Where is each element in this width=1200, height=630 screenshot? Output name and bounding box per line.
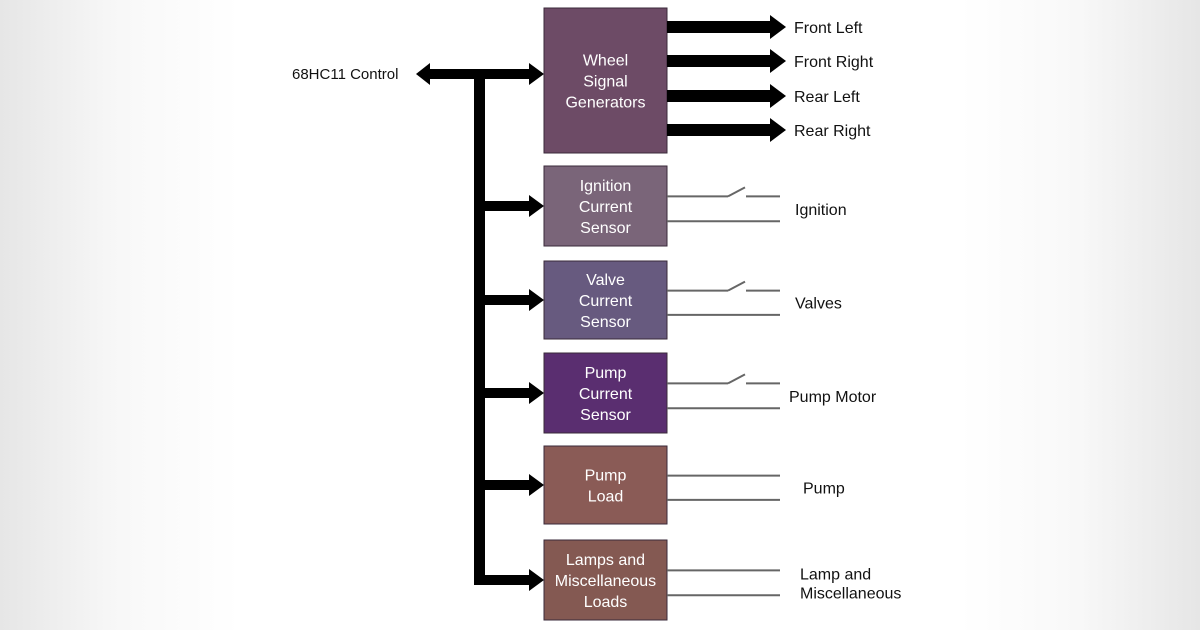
block-label: Pump: [585, 365, 627, 382]
load-output-label: Miscellaneous: [800, 585, 901, 602]
block-label: Pump: [585, 468, 627, 485]
block-label: Current: [579, 199, 633, 216]
output-arrow-head: [770, 15, 786, 39]
block-label: Generators: [565, 95, 645, 112]
block-label: Sensor: [580, 314, 631, 331]
wheel-output-3: Rear Right: [667, 118, 871, 142]
bus-branch-arrow: [474, 382, 544, 404]
block-label: Signal: [583, 74, 627, 91]
block-label: Current: [579, 293, 633, 310]
bus-branch-arrow: [474, 474, 544, 496]
block-label: Loads: [584, 594, 628, 611]
block-label: Load: [588, 489, 624, 506]
wheel-output-0: Front Left: [667, 15, 863, 39]
wheel-output-2: Rear Left: [667, 84, 860, 108]
control-label: 68HC11 Control: [292, 66, 398, 83]
block-label: Sensor: [580, 220, 631, 237]
block-label: Miscellaneous: [555, 573, 656, 590]
block-label: Valve: [586, 272, 625, 289]
output-arrow-head: [770, 84, 786, 108]
wheel-output-1: Front Right: [667, 49, 874, 73]
block-box: [543, 445, 668, 525]
blocks-layer: WheelSignalGeneratorsIgnitionCurrentSens…: [474, 7, 668, 621]
block-label: Lamps and: [566, 552, 645, 569]
load-output-label: Pump: [803, 481, 845, 498]
bus-branch-arrow: [474, 289, 544, 311]
vertical-bus: [474, 74, 485, 578]
block-box: [543, 165, 668, 247]
wheel-output-label: Rear Right: [794, 123, 871, 140]
load-output-label: Lamp and: [800, 566, 871, 583]
load-output-0: Ignition: [667, 186, 847, 223]
load-output-label: Pump Motor: [789, 389, 877, 406]
wheel-output-label: Front Left: [794, 20, 863, 37]
load-output-3: Pump: [667, 474, 845, 501]
output-arrow-shaft: [667, 90, 772, 102]
wheel-output-label: Front Right: [794, 54, 874, 71]
block-box: [543, 7, 668, 154]
output-arrow-shaft: [667, 124, 772, 136]
switch-contact: [727, 373, 746, 385]
bus-branch-arrow: [474, 569, 544, 591]
load-output-label: Ignition: [795, 202, 847, 219]
block-label: Ignition: [580, 178, 632, 195]
output-arrow-head: [770, 118, 786, 142]
switch-contact: [727, 186, 746, 198]
block-box: [543, 260, 668, 340]
output-arrow-head: [770, 49, 786, 73]
load-output-1: Valves: [667, 280, 842, 316]
block-label: Sensor: [580, 407, 631, 424]
block-label: Wheel: [583, 53, 628, 70]
output-arrow-shaft: [667, 21, 772, 33]
block-box: [543, 539, 668, 621]
output-arrow-shaft: [667, 55, 772, 67]
switch-contact: [727, 280, 746, 292]
block-box: [543, 352, 668, 434]
wheel-output-label: Rear Left: [794, 89, 860, 106]
bus-branch-arrow: [474, 195, 544, 217]
load-output-label: Valves: [795, 296, 842, 313]
load-output-2: Pump Motor: [667, 373, 877, 410]
block-label: Current: [579, 386, 633, 403]
